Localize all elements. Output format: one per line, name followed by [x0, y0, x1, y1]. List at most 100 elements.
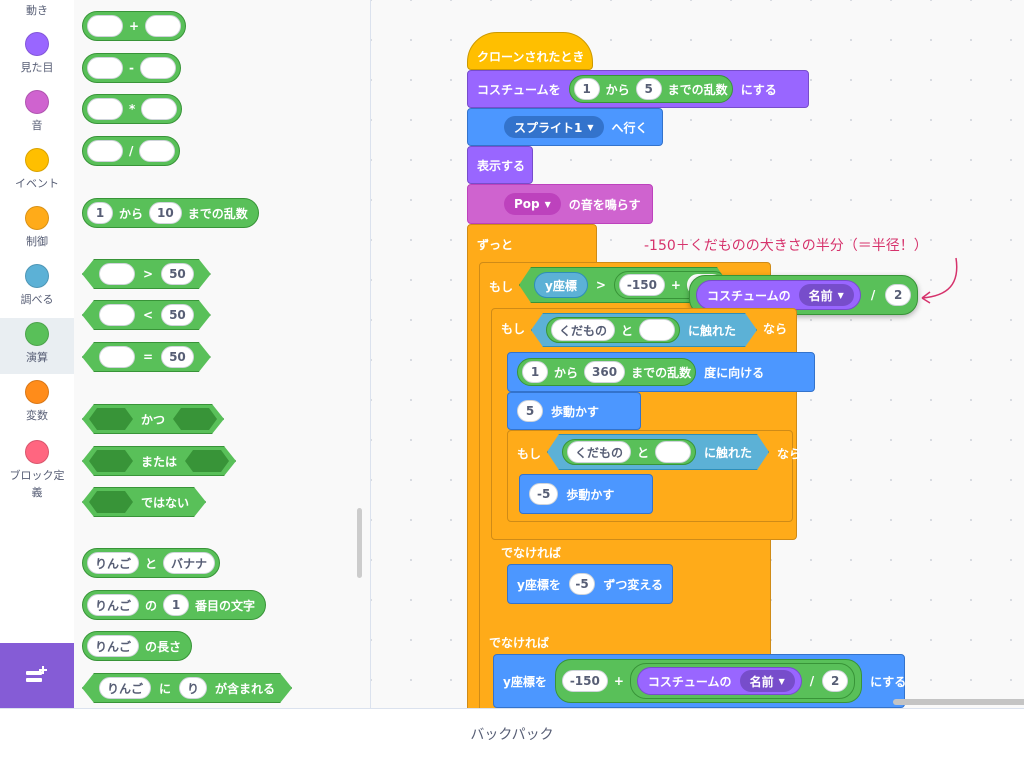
sound-dropdown[interactable]: Pop▼ — [504, 193, 561, 215]
multiply-block[interactable]: * — [82, 94, 183, 124]
category-events[interactable]: イベント — [0, 148, 74, 191]
add-extension-button[interactable] — [0, 643, 74, 708]
join-input-a[interactable]: くだもの — [567, 441, 631, 463]
contains-block[interactable]: りんごにりが含まれる — [82, 673, 292, 703]
category-sensing[interactable]: 調べる — [0, 264, 74, 307]
touching-color-condition[interactable]: くだものとに触れた — [547, 434, 769, 470]
operand-slot[interactable] — [141, 98, 178, 120]
length-word-input[interactable]: りんご — [87, 635, 140, 657]
boolean-slot[interactable] — [89, 408, 133, 430]
join-input-b[interactable]: バナナ — [163, 552, 216, 574]
join-block[interactable]: りんごとバナナ — [82, 548, 221, 578]
category-operators[interactable]: 演算 — [0, 318, 74, 374]
operand-slot[interactable]: 50 — [161, 263, 194, 285]
goto-target-dropdown[interactable]: スプライト1▼ — [504, 116, 604, 138]
operand-slot[interactable]: 50 — [161, 304, 194, 326]
random-from-input[interactable]: 1 — [87, 202, 113, 224]
operand-slot[interactable] — [87, 57, 123, 79]
category-sound[interactable]: 音 — [0, 90, 74, 133]
length-block[interactable]: りんごの長さ — [82, 631, 193, 661]
join-reporter[interactable]: くだものと — [562, 439, 696, 465]
boolean-slot[interactable] — [173, 408, 217, 430]
operand-slot[interactable] — [87, 140, 123, 162]
operand-slot[interactable] — [139, 57, 176, 79]
category-my-blocks[interactable]: ブロック定義 — [0, 440, 74, 501]
eq-operator: = — [143, 350, 154, 364]
divide-block[interactable]: / — [82, 136, 181, 166]
backpack-bar[interactable]: バックパック — [0, 708, 1024, 754]
operand-slot[interactable] — [99, 304, 135, 326]
random-to-input[interactable]: 5 — [635, 78, 662, 100]
subtract-operator: - — [129, 61, 134, 75]
random-to-input[interactable]: 360 — [584, 361, 626, 383]
contains-word-input[interactable]: りんご — [99, 677, 151, 699]
letter-word-input[interactable]: りんご — [87, 594, 140, 616]
join-input-b[interactable] — [639, 319, 675, 341]
divisor-input[interactable]: 2 — [822, 670, 849, 692]
palette-scrollbar[interactable] — [357, 508, 362, 578]
join-reporter[interactable]: くだものと — [546, 317, 680, 343]
subtract-block[interactable]: - — [82, 53, 181, 83]
join-input-a[interactable]: くだもの — [551, 319, 615, 341]
operand-slot[interactable]: 50 — [161, 346, 194, 368]
join-label: と — [145, 556, 158, 571]
join-input-b[interactable] — [655, 441, 691, 463]
show-block[interactable]: 表示する — [467, 146, 533, 184]
costume-dropdown[interactable]: 名前▼ — [739, 670, 795, 692]
when-cloned-hat-block[interactable]: クローンされたとき — [467, 32, 593, 70]
random-from-input[interactable]: 1 — [522, 361, 548, 383]
boolean-slot[interactable] — [89, 450, 133, 472]
costume-dropdown[interactable]: 名前▼ — [798, 284, 854, 306]
go-to-block[interactable]: スプライト1▼へ行く — [467, 108, 663, 146]
y-position-reporter[interactable]: y座標 — [534, 272, 588, 298]
operand-slot[interactable] — [87, 15, 123, 37]
steps-input[interactable]: 5 — [517, 400, 543, 422]
category-variables[interactable]: 変数 — [0, 380, 74, 423]
operand-slot[interactable] — [99, 263, 135, 285]
change-y-input[interactable]: -5 — [568, 573, 596, 595]
greater-than-block[interactable]: >50 — [82, 259, 211, 289]
play-sound-block[interactable]: Pop▼の音を鳴らす — [467, 184, 653, 224]
operand-slot[interactable] — [99, 346, 135, 368]
random-from-input[interactable]: 1 — [573, 78, 600, 100]
divide-reporter[interactable]: コスチュームの名前▼/2 — [629, 663, 856, 699]
workspace-scrollbar[interactable] — [893, 699, 1024, 705]
operand-slot[interactable] — [87, 98, 123, 120]
category-looks[interactable]: 見た目 — [0, 32, 74, 75]
boolean-slot[interactable] — [89, 491, 133, 513]
costume-reporter[interactable]: コスチュームの名前▼ — [636, 667, 802, 695]
steps-input[interactable]: -5 — [529, 483, 559, 505]
category-control[interactable]: 制御 — [0, 206, 74, 249]
costume-reporter[interactable]: コスチュームの名前▼ — [696, 280, 861, 310]
and-block[interactable]: かつ — [82, 404, 224, 434]
operand-input[interactable]: -150 — [619, 274, 665, 296]
join-input-a[interactable]: りんご — [87, 552, 140, 574]
touching-color-condition[interactable]: くだものとに触れた — [531, 313, 757, 347]
boolean-slot[interactable] — [185, 450, 229, 472]
operand-slot[interactable] — [139, 140, 176, 162]
contains-letter-input[interactable]: り — [179, 677, 207, 699]
divisor-input[interactable]: 2 — [885, 284, 912, 306]
or-block[interactable]: または — [82, 446, 236, 476]
plus-reporter[interactable]: -150+コスチュームの名前▼/2 — [554, 659, 863, 703]
category-motion[interactable]: 動き — [0, 2, 74, 18]
letter-index-input[interactable]: 1 — [163, 594, 190, 616]
less-than-block[interactable]: <50 — [82, 300, 211, 330]
add-block[interactable]: + — [82, 11, 187, 41]
operand-slot[interactable] — [145, 15, 182, 37]
not-block[interactable]: ではない — [82, 487, 206, 517]
equals-block[interactable]: = 50 — [82, 342, 211, 372]
operand-input[interactable]: -150 — [561, 670, 608, 692]
random-to-input[interactable]: 10 — [149, 202, 182, 224]
